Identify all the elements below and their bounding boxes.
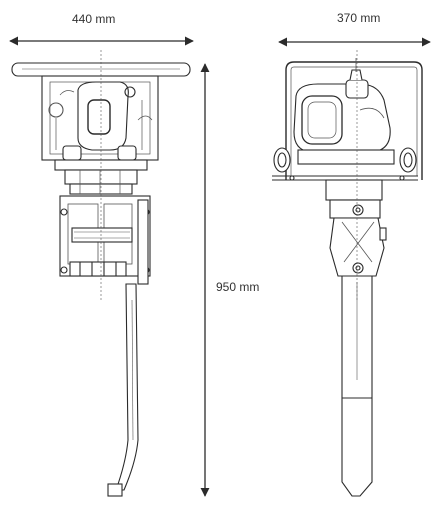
side-view-machine <box>11 50 191 497</box>
side-base-plate <box>54 159 148 171</box>
front-handle-frame <box>285 61 423 180</box>
side-shaft <box>115 283 139 491</box>
side-width-label: 440 mm <box>72 12 116 26</box>
front-view-machine <box>272 50 423 497</box>
height-label: 950 mm <box>216 280 260 294</box>
side-engine-cover <box>77 81 129 151</box>
front-blade <box>341 275 373 497</box>
front-width-label: 370 mm <box>337 11 381 25</box>
